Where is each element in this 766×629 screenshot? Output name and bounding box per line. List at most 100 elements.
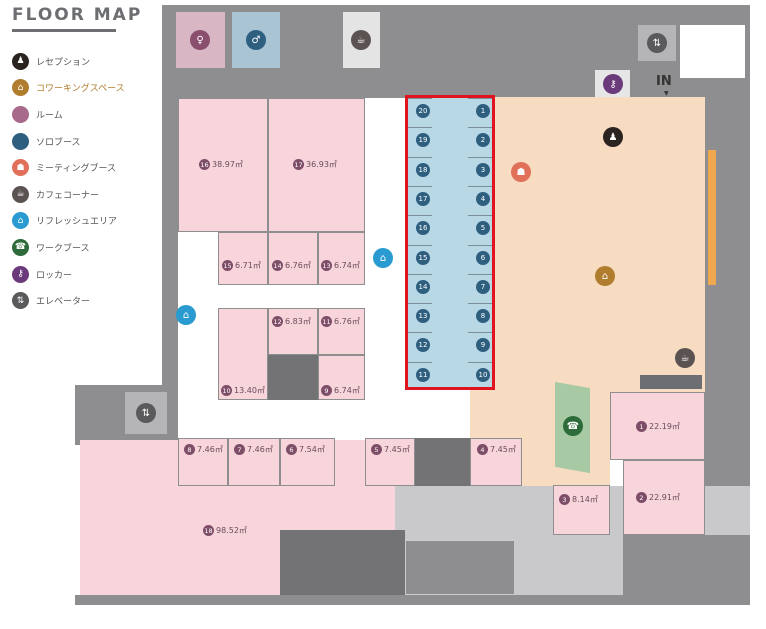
work-booth-icon[interactable]: ☎ (563, 416, 583, 436)
title-underline (12, 29, 116, 32)
booth-divider (408, 127, 432, 129)
elevator: ⇅ (638, 25, 676, 61)
room-area: 6.74㎡ (334, 261, 360, 270)
legend-item: ☎ワークブース (12, 234, 125, 261)
solo-booth-5[interactable]: 5 (476, 221, 490, 236)
solo-booth-14[interactable]: 14 (416, 279, 430, 294)
solo-booth-13[interactable]: 13 (416, 309, 430, 324)
room-number: 7 (234, 444, 245, 455)
room-number: 13 (321, 260, 332, 271)
booth-divider (408, 361, 432, 363)
meeting-booth-icon: ☗ (12, 159, 29, 177)
locker-icon: ⚷ (12, 265, 29, 283)
legend-label: エレベーター (36, 297, 91, 308)
legend-item: ♟レセプション (12, 48, 125, 75)
solo-booth-18[interactable]: 18 (416, 162, 430, 177)
booth-divider (408, 156, 432, 158)
solo-booth-icon (12, 132, 29, 150)
solo-booth-6[interactable]: 6 (476, 250, 490, 265)
legend-item: ⌂リフレッシュエリア (12, 208, 125, 235)
room-area: 13.40㎡ (234, 386, 265, 395)
legend: ♟レセプション⌂コワーキングスペースルームソロブース☗ミーティングブース☕カフェ… (12, 48, 125, 314)
elevator-west: ⇅ (125, 392, 167, 434)
refresh-area-icon: ⌂ (176, 305, 196, 325)
room-area: 6.71㎡ (235, 261, 261, 270)
room-number: 1 (636, 421, 647, 432)
shaft (415, 438, 470, 486)
room-number: 12 (272, 316, 283, 327)
booth-divider (408, 98, 432, 99)
room-area: 98.52㎡ (216, 526, 247, 535)
booth-divider (408, 273, 432, 275)
legend-item: ⇅エレベーター (12, 287, 125, 314)
solo-booth-7[interactable]: 7 (476, 279, 490, 294)
mens-restroom: ♂ (232, 12, 280, 68)
legend-item: ⌂コワーキングスペース (12, 75, 125, 102)
solo-booth-20[interactable]: 20 (416, 104, 430, 118)
room-area: 7.46㎡ (247, 445, 273, 454)
solo-booth-15[interactable]: 15 (416, 250, 430, 265)
entrance-arrow-icon: ▼ (664, 90, 669, 97)
room-area: 7.45㎡ (384, 445, 410, 454)
south-wall (75, 595, 750, 605)
solo-booth-3[interactable]: 3 (476, 162, 490, 177)
elevator-icon: ⇅ (136, 403, 156, 423)
solo-booth-12[interactable]: 12 (416, 338, 430, 353)
map-title: FLOOR MAP (12, 5, 143, 25)
room-area: 7.54㎡ (299, 445, 325, 454)
room-number: 15 (222, 260, 233, 271)
solo-booth-16[interactable]: 16 (416, 221, 430, 236)
room-area: 8.14㎡ (572, 495, 598, 504)
solo-booth-8[interactable]: 8 (476, 309, 490, 324)
room-area: 6.74㎡ (334, 386, 360, 395)
cafe-pantry: ☕ (343, 12, 380, 68)
room-number: 3 (559, 494, 570, 505)
legend-item: ☕カフェコーナー (12, 181, 125, 208)
solo-booth-19[interactable]: 19 (416, 133, 430, 148)
solo-booth-1[interactable]: 1 (476, 104, 490, 118)
solo-booth-2[interactable]: 2 (476, 133, 490, 148)
legend-label: ロッカー (36, 270, 73, 281)
reception-icon[interactable]: ♟ (603, 127, 623, 147)
refresh-area-icon: ⌂ (373, 248, 393, 268)
booth-divider (408, 332, 432, 334)
room-area: 7.45㎡ (490, 445, 516, 454)
room-number: 4 (477, 444, 488, 455)
booth-divider (468, 244, 492, 246)
legend-label: レセプション (36, 57, 91, 68)
booth-divider (408, 303, 432, 305)
counter-desk (708, 150, 716, 285)
stair-core (280, 530, 405, 600)
solo-booth-9[interactable]: 9 (476, 338, 490, 353)
solo-booth-11[interactable]: 11 (416, 367, 430, 382)
booth-divider (408, 185, 432, 187)
room-number: 14 (272, 260, 283, 271)
elevator-shafts (405, 540, 515, 595)
solo-booth-17[interactable]: 17 (416, 191, 430, 206)
room-number: 2 (636, 492, 647, 503)
booth-divider (468, 332, 492, 334)
room-number: 6 (286, 444, 297, 455)
solo-booth-10[interactable]: 10 (476, 367, 490, 382)
meeting-booth-icon[interactable]: ☗ (511, 162, 531, 182)
solo-booth-4[interactable]: 4 (476, 191, 490, 206)
legend-item: ソロブース (12, 128, 125, 155)
